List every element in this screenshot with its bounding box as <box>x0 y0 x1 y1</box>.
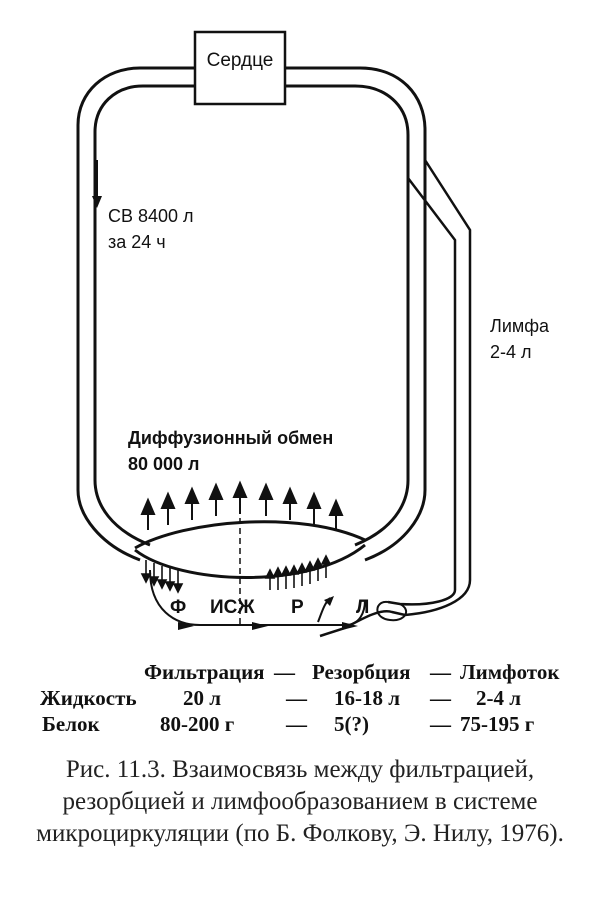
cell-dash-1: — <box>286 686 307 710</box>
row-label: Жидкость <box>40 686 137 710</box>
filtration-arrows-top <box>140 480 344 530</box>
resorption-curve-head <box>324 596 334 606</box>
lymph-line1: Лимфа <box>490 316 550 336</box>
tissue-outline <box>149 569 366 626</box>
lymph-loop <box>376 600 408 622</box>
heart-box <box>193 30 287 106</box>
table-row-protein: Белок 80-200 г — 5(?) — 75-195 г <box>0 712 600 740</box>
cell-lymph-flow: 75-195 г <box>460 712 535 736</box>
row-label: Белок <box>42 712 100 736</box>
resorption-arrows-up <box>264 554 332 590</box>
cell-dash-2: — <box>430 712 451 736</box>
heart-label: Сердце <box>207 50 274 71</box>
label-interstitial-fluid: ИСЖ <box>210 597 255 618</box>
lymph-vessel-inner <box>387 177 457 606</box>
cell-resorption: 16-18 л <box>334 686 401 710</box>
header-resorption: Резорбция <box>312 660 411 684</box>
table-header: Фильтрация — Резорбция — Лимфоток <box>0 660 600 688</box>
diffusion-line2: 80 000 л <box>128 454 200 474</box>
label-lymph: Л <box>356 597 369 618</box>
cell-dash-2: — <box>430 686 451 710</box>
label-filtration: Ф <box>170 597 186 618</box>
filtration-arrows-down <box>140 560 184 594</box>
cell-filtration: 20 л <box>183 686 222 710</box>
inner-vessel <box>93 84 410 547</box>
header-dash-1: — <box>274 660 295 684</box>
capillary-lower <box>134 543 366 579</box>
cell-dash-1: — <box>286 712 307 736</box>
cell-resorption: 5(?) <box>334 712 369 736</box>
header-lymph-flow: Лимфоток <box>460 660 560 684</box>
header-dash-2: — <box>430 660 451 684</box>
cell-lymph-flow: 2-4 л <box>476 686 522 710</box>
capillary-upper <box>134 520 366 550</box>
microcirculation-diagram: Сердце <box>76 30 550 638</box>
cardiac-output-line1: СВ 8400 л <box>108 206 194 226</box>
interstitial-flow-arrows <box>178 622 358 630</box>
cardiac-output-line2: за 24 ч <box>108 232 166 252</box>
diffusion-line1: Диффузионный обмен <box>128 428 333 448</box>
flow-arrowhead <box>92 196 102 208</box>
outer-vessel <box>76 66 427 562</box>
label-resorption: Р <box>291 597 304 618</box>
lymph-line2: 2-4 л <box>490 342 532 362</box>
table-row-fluid: Жидкость 20 л — 16-18 л — 2-4 л <box>0 686 600 714</box>
cell-filtration: 80-200 г <box>160 712 235 736</box>
figure-caption: Рис. 11.3. Взаимосвязь между фильтрацией… <box>36 756 564 847</box>
header-filtration: Фильтрация <box>144 660 265 684</box>
